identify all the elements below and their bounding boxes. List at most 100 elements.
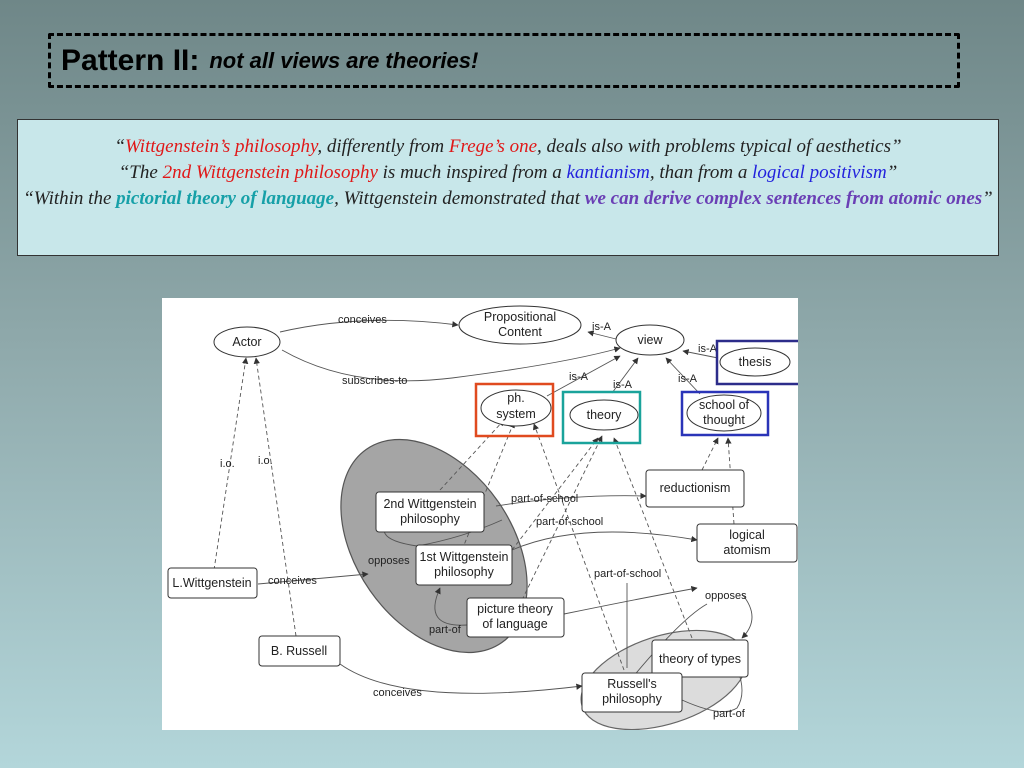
- node-ph-system: ph. system: [474, 382, 555, 438]
- edge-picture-atomism: [563, 585, 698, 615]
- node-l-wittgenstein-label: L.Wittgenstein: [172, 576, 251, 590]
- node-theory: theory: [561, 390, 642, 445]
- node-russells-label-2: philosophy: [602, 692, 663, 706]
- node-picture-label-1: picture theory: [477, 602, 553, 616]
- node-thesis: thesis: [715, 339, 798, 386]
- thesis-highlight-box: [715, 339, 798, 386]
- edge-label-opposes-1: opposes: [368, 555, 410, 567]
- edge-russell-phsystem: [532, 423, 625, 671]
- node-view: view: [615, 324, 685, 356]
- slide-subtitle: not all views are theories!: [209, 47, 479, 73]
- edge-label-is-a-2: is-A: [698, 343, 718, 355]
- edge-types-theory: [613, 437, 693, 639]
- edge-label-part-of-school-1: part-of-school: [511, 493, 578, 505]
- edge-theory-view: [611, 357, 639, 394]
- quote-text: “: [114, 136, 126, 157]
- quote-text: , than from a: [649, 162, 753, 183]
- quote-text: is much inspired from a: [377, 162, 567, 183]
- edge-label-is-a-3: is-A: [569, 371, 589, 383]
- edge-propositional-view: [587, 330, 621, 341]
- edge-label-opposes-2: opposes: [705, 590, 747, 602]
- node-picture-label-2: of language: [482, 617, 547, 631]
- quote-highlight-kantianism: kantianism: [566, 162, 650, 183]
- node-actor-label: Actor: [232, 335, 261, 349]
- quote-highlight-2nd-wittgenstein: 2nd Wittgenstein philosophy: [162, 162, 378, 183]
- edge-thesis-view: [682, 349, 719, 359]
- node-1st-label-2: philosophy: [434, 565, 495, 579]
- edge-conceives-top: [279, 319, 459, 333]
- edge-label-part-of-2: part-of: [713, 708, 746, 720]
- quote-highlight-frege: Frege’s one: [448, 136, 538, 157]
- edge-label-io-1: i.o.: [220, 458, 235, 470]
- edge-subscribes-to: [281, 346, 621, 382]
- node-1st-wittgenstein: 1st Wittgenstein philosophy: [415, 544, 513, 586]
- quote-highlight-derive: we can derive complex sentences from ato…: [584, 188, 983, 209]
- edge-label-part-of-school-2: part-of-school: [536, 516, 603, 528]
- theory-highlight-box: [561, 390, 642, 445]
- node-1st-label-1: 1st Wittgenstein: [420, 550, 509, 564]
- diagram-svg: conceives subscribes-to is-A is-A is-A i…: [167, 305, 798, 730]
- node-atomism-label-1: logical: [729, 528, 764, 542]
- node-b-russell-label: B. Russell: [271, 644, 327, 658]
- edge-picture-theory: [521, 435, 603, 601]
- quote-text: ”: [982, 188, 993, 209]
- edge-part-of-school-atomism: [511, 531, 698, 551]
- node-view-label: view: [637, 333, 663, 347]
- edge-io-russell: [253, 357, 297, 637]
- quote-text: “The: [118, 162, 163, 183]
- edge-phsystem-view: [546, 355, 621, 397]
- edge-1st-theory: [511, 437, 599, 551]
- edge-label-subscribes-to: subscribes-to: [342, 375, 407, 387]
- node-reductionism: reductionism: [645, 469, 745, 508]
- quote-line-3: “Within the pictorial theory of language…: [18, 186, 998, 212]
- edge-conceives-wittgenstein: [257, 571, 369, 585]
- node-logical-atomism: logical atomism: [696, 523, 798, 563]
- quote-highlight-wittgenstein: Wittgenstein’s philosophy: [125, 136, 318, 157]
- edge-reductionism-school: [701, 437, 719, 471]
- edge-opposes-2: [631, 603, 708, 679]
- node-l-wittgenstein: L.Wittgenstein: [167, 567, 258, 599]
- edge-label-part-of-school-3: part-of-school: [594, 568, 661, 580]
- edge-part-of-2: [681, 667, 743, 713]
- slide-title: Pattern II:: [61, 43, 200, 77]
- ph-system-highlight-box: [474, 382, 555, 438]
- quote-text: “Within the: [23, 188, 117, 209]
- node-propositional-label-1: Propositional: [484, 310, 556, 324]
- node-atomism-label-2: atomism: [723, 543, 770, 557]
- quote-highlight-positivism: positivism: [809, 162, 887, 183]
- node-2nd-wittgenstein: 2nd Wittgenstein philosophy: [375, 491, 485, 533]
- node-thesis-label: thesis: [739, 355, 772, 369]
- edge-opposes-1b: [416, 519, 503, 547]
- edge-label-is-a-4: is-A: [613, 379, 633, 391]
- edge-opposes-2b: [741, 593, 753, 639]
- quote-text: , differently from: [317, 136, 449, 157]
- edge-label-conceives-top: conceives: [338, 314, 387, 326]
- edge-label-part-of-1: part-of: [429, 624, 462, 636]
- node-ph-system-label-2: system: [496, 407, 536, 421]
- node-school-label-1: school of: [699, 398, 750, 412]
- quote-highlight-logical: logical: [752, 162, 805, 183]
- edge-label-conceives-wittgenstein: conceives: [268, 575, 317, 587]
- quote-line-1: “Wittgenstein’s philosophy, differently …: [18, 134, 998, 160]
- edge-label-io-2: i.o.: [258, 455, 273, 467]
- node-2nd-label-1: 2nd Wittgenstein: [383, 497, 476, 511]
- node-school-of-thought: school of thought: [680, 390, 770, 437]
- node-b-russell: B. Russell: [258, 635, 341, 667]
- edge-label-is-a-1: is-A: [592, 321, 612, 333]
- node-propositional-content: Propositional Content: [458, 305, 582, 345]
- edge-part-of-1: [434, 587, 468, 626]
- school-highlight-box: [680, 390, 770, 437]
- node-school-label-2: thought: [703, 413, 745, 427]
- node-2nd-label-2: philosophy: [400, 512, 461, 526]
- ontology-diagram: conceives subscribes-to is-A is-A is-A i…: [162, 298, 798, 730]
- edge-conceives-russell: [339, 663, 583, 694]
- node-propositional-label-2: Content: [498, 325, 542, 339]
- quote-text: ”: [886, 162, 898, 183]
- node-theory-of-types: theory of types: [651, 639, 749, 678]
- node-russells-label-1: Russell's: [607, 677, 657, 691]
- quote-line-2: “The 2nd Wittgenstein philosophy is much…: [18, 160, 998, 186]
- title-box: Pattern II: not all views are theories!: [48, 33, 960, 88]
- edge-label-conceives-russell: conceives: [373, 687, 422, 699]
- node-picture-theory: picture theory of language: [466, 597, 565, 638]
- quote-highlight-pictorial: pictorial theory of language: [116, 188, 335, 209]
